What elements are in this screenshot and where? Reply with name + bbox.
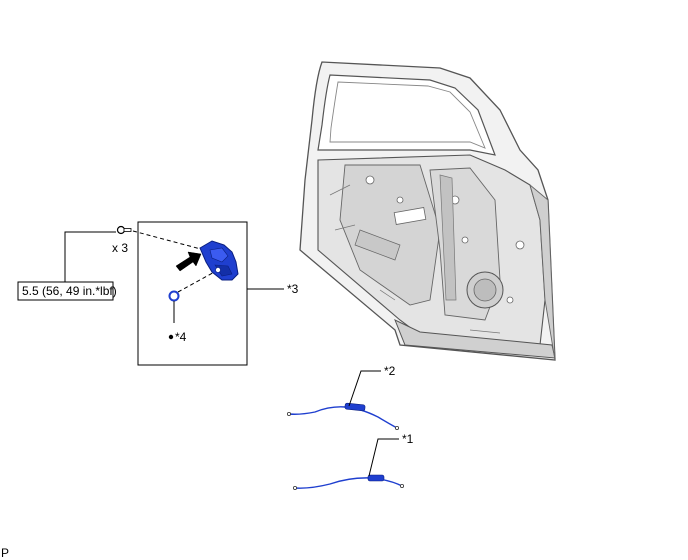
- torque-spec-label: 5.5 (56, 49 in.*lbf): [22, 284, 117, 298]
- callout-4: *4: [175, 330, 187, 344]
- screw-icon: [116, 225, 132, 235]
- quantity-label: x 3: [112, 241, 128, 255]
- lock-assembly-icon: [199, 240, 239, 281]
- arrow-icon: [175, 251, 202, 272]
- callout-2-leader: [348, 370, 381, 407]
- torque-leader: [64, 231, 116, 282]
- figure-code: P: [1, 546, 9, 560]
- callout-3: *3: [287, 282, 299, 296]
- callout-1-leader: [368, 438, 399, 477]
- mark-dot: [168, 334, 174, 340]
- door-panel-icon: [299, 61, 556, 361]
- cable-icon: [292, 474, 404, 490]
- callout-1: *1: [402, 432, 414, 446]
- oring-dashed-line: [177, 269, 219, 293]
- detail-frame: [137, 221, 248, 366]
- o-ring-icon: [168, 290, 180, 323]
- callout-2: *2: [384, 364, 396, 378]
- cable-icon: [286, 402, 399, 430]
